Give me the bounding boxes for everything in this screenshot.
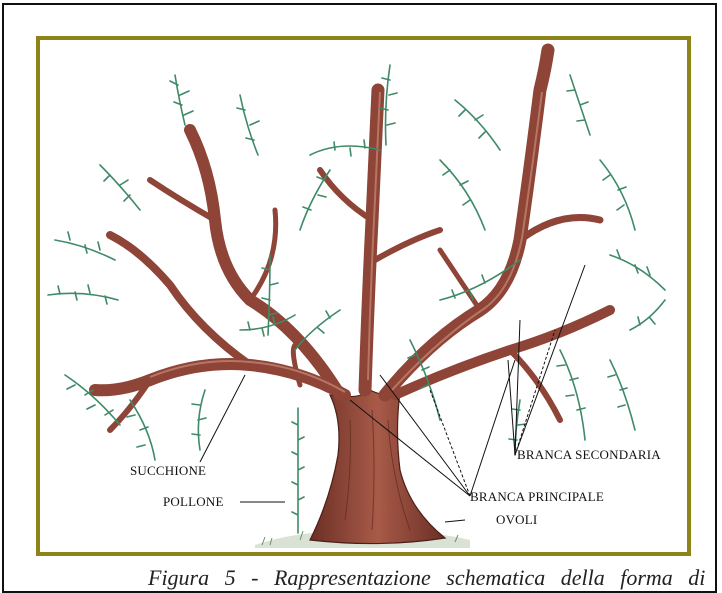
branches — [95, 50, 610, 430]
label-branca-principale: BRANCA PRINCIPALE — [470, 490, 604, 504]
label-branca-secondaria: BRANCA SECONDARIA — [517, 448, 661, 462]
figure-caption: Figura 5 - Rappresentazione schematica d… — [148, 565, 705, 591]
label-succhione: SUCCHIONE — [130, 464, 206, 478]
trunk — [310, 390, 445, 544]
label-pollone: POLLONE — [163, 495, 224, 509]
branch-highlights — [150, 92, 542, 392]
label-ovoli: OVOLI — [496, 513, 537, 527]
